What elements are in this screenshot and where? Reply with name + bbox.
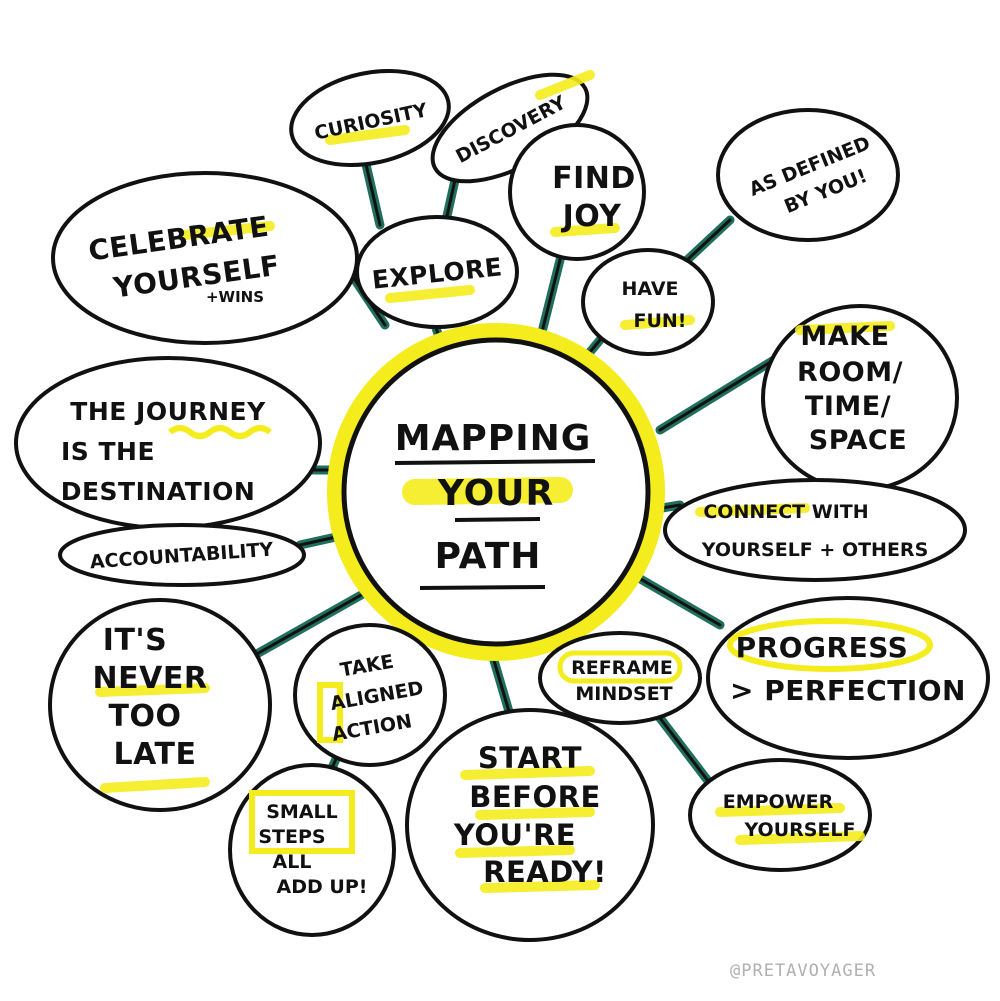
node-never-late-line3: TOO <box>109 699 182 734</box>
node-start-before-line2: BEFORE <box>469 780 601 814</box>
node-progress: PROGRESS > PERFECTION <box>706 596 990 760</box>
node-make-room-line1: MAKE <box>800 321 889 352</box>
node-empower-line2: YOURSELF <box>743 819 855 841</box>
node-small-steps-line1: SMALL <box>266 801 338 823</box>
node-celebrate-line3: +WINS <box>206 288 264 306</box>
node-connect-line2: YOURSELF + OTHERS <box>701 539 929 561</box>
node-aligned-action: TAKE ALIGNED ACTION <box>293 623 447 767</box>
node-connect: CONNECT WITH YOURSELF + OTHERS <box>663 478 967 582</box>
center-title-line3: PATH <box>435 536 542 577</box>
node-explore: EXPLORE <box>355 215 519 329</box>
node-journey-line3: DESTINATION <box>61 477 256 506</box>
node-make-room: MAKE ROOM/ TIME/ SPACE <box>761 304 959 492</box>
node-journey: THE JOURNEY IS THE DESTINATION <box>14 356 322 530</box>
node-never-late-line1: IT'S <box>103 623 167 658</box>
node-start-before-line4: READY! <box>483 855 607 889</box>
node-never-late: IT'S NEVER TOO LATE <box>48 598 272 812</box>
node-never-late-line4: LATE <box>114 737 197 772</box>
node-accountability: ACCOUNTABILITY <box>58 523 306 587</box>
node-have-fun-line1: HAVE <box>622 278 679 300</box>
node-have-fun: HAVE FUN! <box>581 248 715 356</box>
node-as-defined: AS DEFINED BY YOU! <box>716 108 900 242</box>
node-find-joy-line2: JOY <box>561 199 623 234</box>
node-make-room-line3: TIME/ <box>805 391 891 422</box>
node-journey-line1: THE JOURNEY <box>70 397 266 426</box>
node-progress-line1: PROGRESS <box>736 631 909 664</box>
center-title-line2: YOUR <box>437 473 554 514</box>
node-make-room-line4: SPACE <box>809 425 907 456</box>
node-start-before-line1: START <box>478 741 582 775</box>
node-start-before-line3: YOU'RE <box>453 818 576 852</box>
node-small-steps-line2: STEPS <box>258 826 325 848</box>
center-title-line1: MAPPING <box>395 418 592 459</box>
node-reframe: REFRAME MINDSET <box>538 631 702 725</box>
node-start-before: START BEFORE YOU'RE READY! <box>405 708 655 942</box>
node-journey-line2: IS THE <box>61 437 155 466</box>
node-make-room-line2: ROOM/ <box>797 357 903 388</box>
node-small-steps: SMALL STEPS ALL ADD UP! <box>228 763 396 937</box>
node-find-joy: FIND JOY <box>508 123 646 261</box>
node-empower: EMPOWER YOURSELF <box>688 758 872 872</box>
node-progress-line2: > PERFECTION <box>730 674 966 707</box>
center-node: MAPPING YOUR PATH <box>327 323 665 661</box>
node-reframe-line1: REFRAME <box>571 657 673 679</box>
node-curiosity: CURIOSITY <box>289 68 451 168</box>
node-find-joy-line1: FIND <box>552 161 636 196</box>
artist-credit: @PRETAVOYAGER <box>730 961 876 981</box>
node-celebrate: CELEBRATE YOURSELF +WINS <box>51 171 359 345</box>
node-have-fun-line2: FUN! <box>634 310 687 332</box>
node-empower-line1: EMPOWER <box>723 791 834 813</box>
node-never-late-line2: NEVER <box>93 661 208 696</box>
node-small-steps-line4: ADD UP! <box>277 876 368 898</box>
node-reframe-line2: MINDSET <box>575 683 672 705</box>
node-connect-line1: CONNECT WITH <box>703 501 868 523</box>
node-small-steps-line3: ALL <box>273 851 312 873</box>
